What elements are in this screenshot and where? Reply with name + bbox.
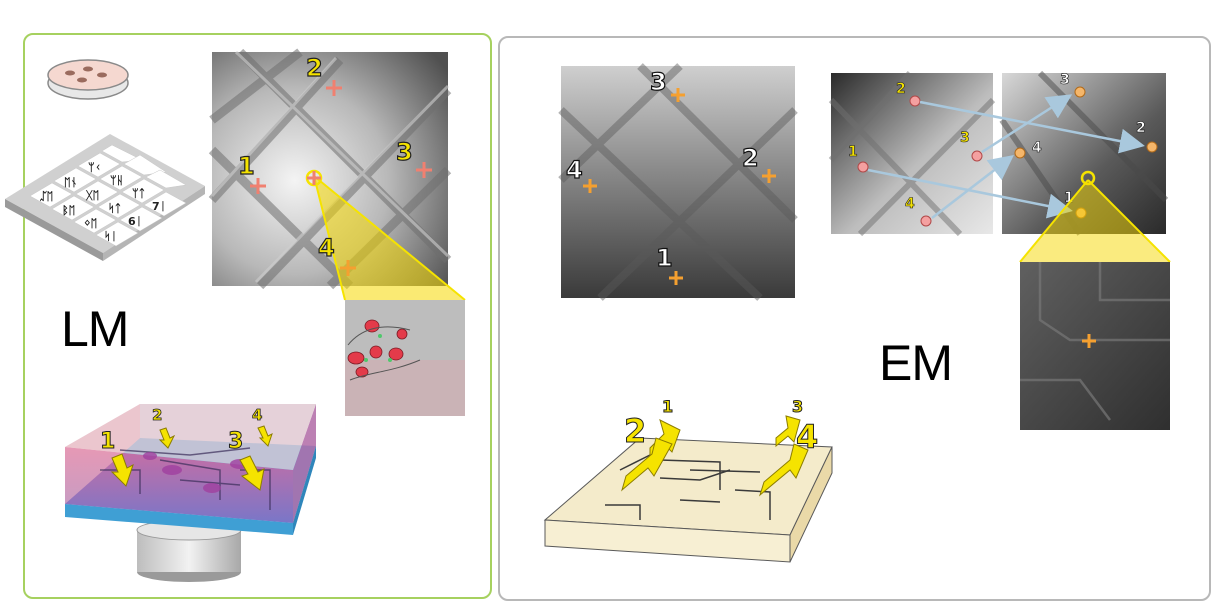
em-marker-1: 1 [656, 244, 673, 272]
svg-text:6ᛁ: 6ᛁ [128, 215, 142, 228]
svg-text:ᛜᛖ: ᛜᛖ [84, 217, 97, 230]
petri-dish-icon [47, 59, 129, 100]
em-right-marker-4: 4 [1032, 140, 1042, 156]
svg-text:ᛖᚾ: ᛖᚾ [64, 176, 77, 189]
lm-arrow-label-1: 1 [100, 429, 115, 454]
em-pair-left: 2 1 3 4 [828, 70, 996, 237]
lm-arrow-label-2: 2 [152, 406, 162, 424]
lm-arrow-label-3: 3 [228, 429, 243, 454]
lm-schematic: 1 3 2 4 [65, 404, 316, 582]
lm-zoom-inset [345, 300, 465, 416]
svg-text:ᛘᚺ: ᛘᚺ [110, 174, 123, 187]
lm-micrograph: 1 2 3 4 [208, 48, 466, 301]
em-micrograph: 3 4 2 1 [558, 63, 798, 301]
svg-text:ᛋᛏ: ᛋᛏ [108, 202, 121, 215]
em-resin-block: 2 4 1 3 [543, 397, 833, 563]
lm-marker-3: 3 [396, 138, 413, 166]
svg-text:ᛢᛖ: ᛢᛖ [40, 190, 53, 203]
lm-marker-2: 2 [306, 54, 323, 82]
em-block-label-4: 4 [796, 418, 818, 456]
svg-text:ᛘᚲ: ᛘᚲ [88, 161, 101, 174]
em-marker-4: 4 [566, 156, 583, 184]
em-block-label-1: 1 [662, 397, 673, 416]
svg-text:ᛘᛏ: ᛘᛏ [132, 187, 145, 200]
em-right-marker-3: 3 [1060, 72, 1070, 88]
em-left-marker-4: 4 [905, 196, 915, 212]
em-left-marker-1: 1 [848, 144, 858, 160]
lm-marker-1: 1 [238, 152, 255, 180]
em-panel [498, 36, 1211, 601]
em-block-label-3: 3 [792, 397, 803, 416]
em-block-label-2: 2 [624, 412, 646, 450]
svg-text:7ᛁ: 7ᛁ [152, 200, 166, 213]
em-marker-3: 3 [650, 68, 667, 96]
correspondence-arrows [867, 94, 1145, 219]
svg-text:ᛒᛖ: ᛒᛖ [62, 204, 75, 217]
lm-arrow-label-4: 4 [252, 406, 262, 424]
svg-text:ᚷᛖ: ᚷᛖ [85, 189, 99, 202]
em-zoom-inset [1019, 179, 1171, 430]
em-left-marker-2: 2 [896, 81, 906, 97]
lm-marker-4: 4 [318, 234, 335, 262]
em-marker-2: 2 [742, 144, 759, 172]
lm-label: LM [61, 301, 129, 357]
svg-text:ᛋᛁ: ᛋᛁ [104, 230, 117, 243]
em-right-marker-2: 2 [1136, 120, 1146, 136]
em-left-marker-3: 3 [960, 130, 970, 146]
lm-panel [23, 33, 492, 599]
gridded-coverslip-icon: ᛢᛖ ᛖᚾ ᛘᚲ ᛒᛖ ᚷᛖ ᛘᚺ ᛜᛖ ᛋᛏ ᛘᛏ ᛋᛁ 6ᛁ 7ᛁ [5, 134, 205, 261]
em-label: EM [879, 335, 953, 391]
